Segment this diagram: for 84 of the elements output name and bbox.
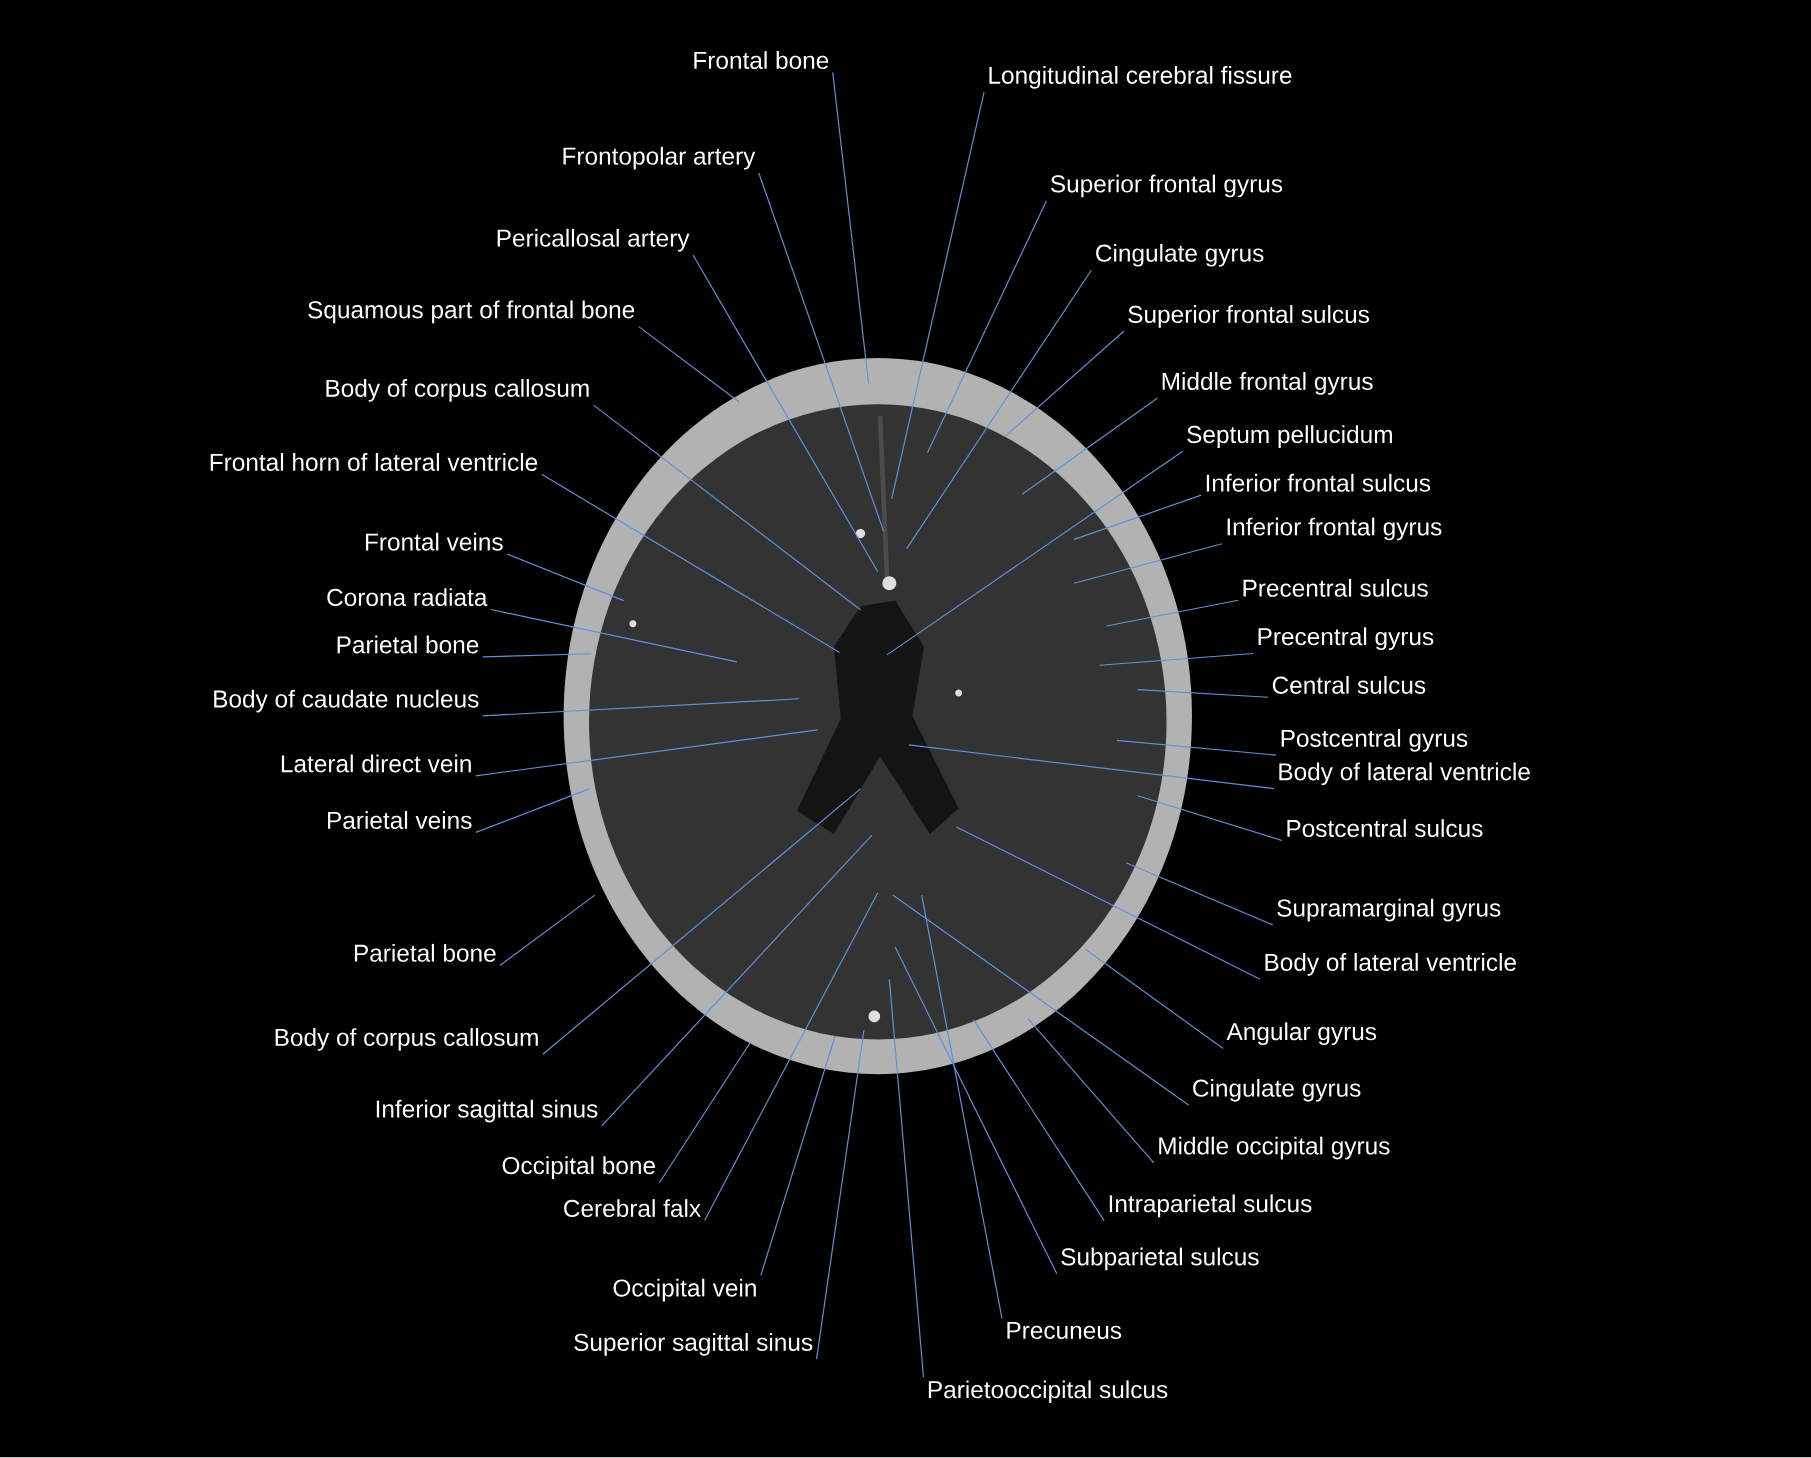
label: Frontal veins: [365, 532, 503, 551]
leader-line: [601, 834, 873, 1127]
label: Lateral direct vein: [281, 754, 471, 773]
label: Squamous part of frontal bone: [308, 300, 635, 324]
label: Body of corpus callosum: [326, 379, 589, 402]
label: Pericallosal artery: [497, 229, 690, 252]
leader-line: [973, 1019, 1105, 1222]
leader-line: [482, 653, 592, 658]
label: Frontal bone: [694, 51, 829, 70]
leader-line: [1098, 653, 1254, 667]
leader-line: [1137, 795, 1283, 842]
leader-line: [482, 698, 800, 717]
label: Body of caudate nucleus: [214, 689, 479, 713]
leader-line: [906, 269, 1093, 550]
label: Occipital vein: [613, 1278, 756, 1302]
leader-line: [541, 473, 841, 654]
leader-line: [1027, 1018, 1155, 1164]
leader-line: [894, 946, 1058, 1275]
leader-line: [908, 744, 1275, 790]
label: Inferior frontal sulcus: [1206, 474, 1431, 492]
label: Angular gyrus: [1226, 1022, 1377, 1046]
label: Longitudinal cerebral fissure: [989, 66, 1292, 89]
label: Frontal horn of lateral ventricle: [210, 453, 538, 472]
label: Cerebral falx: [564, 1199, 701, 1218]
label: Inferior sagittal sinus: [376, 1099, 598, 1123]
label: Parietal veins: [328, 811, 472, 830]
leader-line: [888, 979, 925, 1378]
leader-line: [658, 1041, 752, 1184]
leader-line: [1073, 543, 1223, 585]
label: Parietal bone: [354, 944, 496, 963]
label: Middle frontal gyrus: [1162, 372, 1373, 395]
label: Superior sagittal sinus: [574, 1333, 813, 1356]
leader-line: [593, 404, 862, 611]
leader-line: [832, 72, 870, 385]
label: Body of corpus callosum: [275, 1028, 538, 1052]
label: Postcentral sulcus: [1287, 819, 1483, 838]
leader-line: [1137, 689, 1269, 699]
label: Corona radiata: [327, 588, 488, 607]
leader-line: [638, 326, 740, 403]
leader-line: [758, 172, 885, 533]
label: Frontopolar artery: [563, 147, 756, 170]
label: Middle occipital gyrus: [1159, 1136, 1390, 1160]
leader-line: [475, 788, 590, 834]
leader-line: [1073, 494, 1202, 541]
leader-line: [692, 254, 879, 573]
label: Cingulate gyrus: [1193, 1079, 1361, 1102]
leader-line: [475, 729, 819, 777]
leader-line: [499, 894, 596, 967]
label: Occipital bone: [502, 1156, 655, 1180]
leader-line: [926, 200, 1048, 454]
label: Inferior frontal gyrus: [1227, 517, 1442, 541]
label: Postcentral gyrus: [1281, 729, 1468, 752]
label: Body of lateral ventricle: [1279, 762, 1530, 786]
leader-line: [703, 892, 879, 1222]
label: Precentral sulcus: [1243, 579, 1428, 598]
label: Precuneus: [1007, 1322, 1122, 1340]
leader-line: [1004, 330, 1125, 438]
label: Septum pellucidum: [1187, 425, 1392, 449]
label: Subparietal sulcus: [1061, 1247, 1259, 1271]
label: Central sulcus: [1272, 676, 1426, 695]
leader-line: [506, 553, 625, 602]
label: Body of lateral ventricle: [1265, 953, 1516, 976]
leader-line: [1021, 397, 1158, 496]
label: Parietal bone: [337, 635, 479, 654]
leader-line: [1085, 949, 1224, 1050]
leader-line: [921, 894, 1003, 1320]
label: Cingulate gyrus: [1096, 244, 1264, 267]
leader-line: [1116, 739, 1277, 756]
leader-line: [1125, 862, 1274, 926]
leader-line: [760, 1035, 836, 1277]
leader-line: [490, 609, 738, 663]
leader-line: [891, 91, 985, 500]
leader-line: [542, 788, 862, 1056]
label: Superior frontal sulcus: [1128, 305, 1370, 329]
leader-line: [955, 826, 1261, 980]
label: Superior frontal gyrus: [1050, 174, 1283, 198]
label: Supramarginal gyrus: [1277, 898, 1501, 922]
label: Intraparietal sulcus: [1109, 1194, 1312, 1218]
leader-line: [892, 894, 1190, 1106]
leader-line: [1105, 599, 1239, 627]
label: Precentral gyrus: [1258, 627, 1434, 651]
leader-line: [815, 1029, 865, 1360]
leader-line: [886, 450, 1184, 656]
label: Parietooccipital sulcus: [928, 1380, 1168, 1404]
